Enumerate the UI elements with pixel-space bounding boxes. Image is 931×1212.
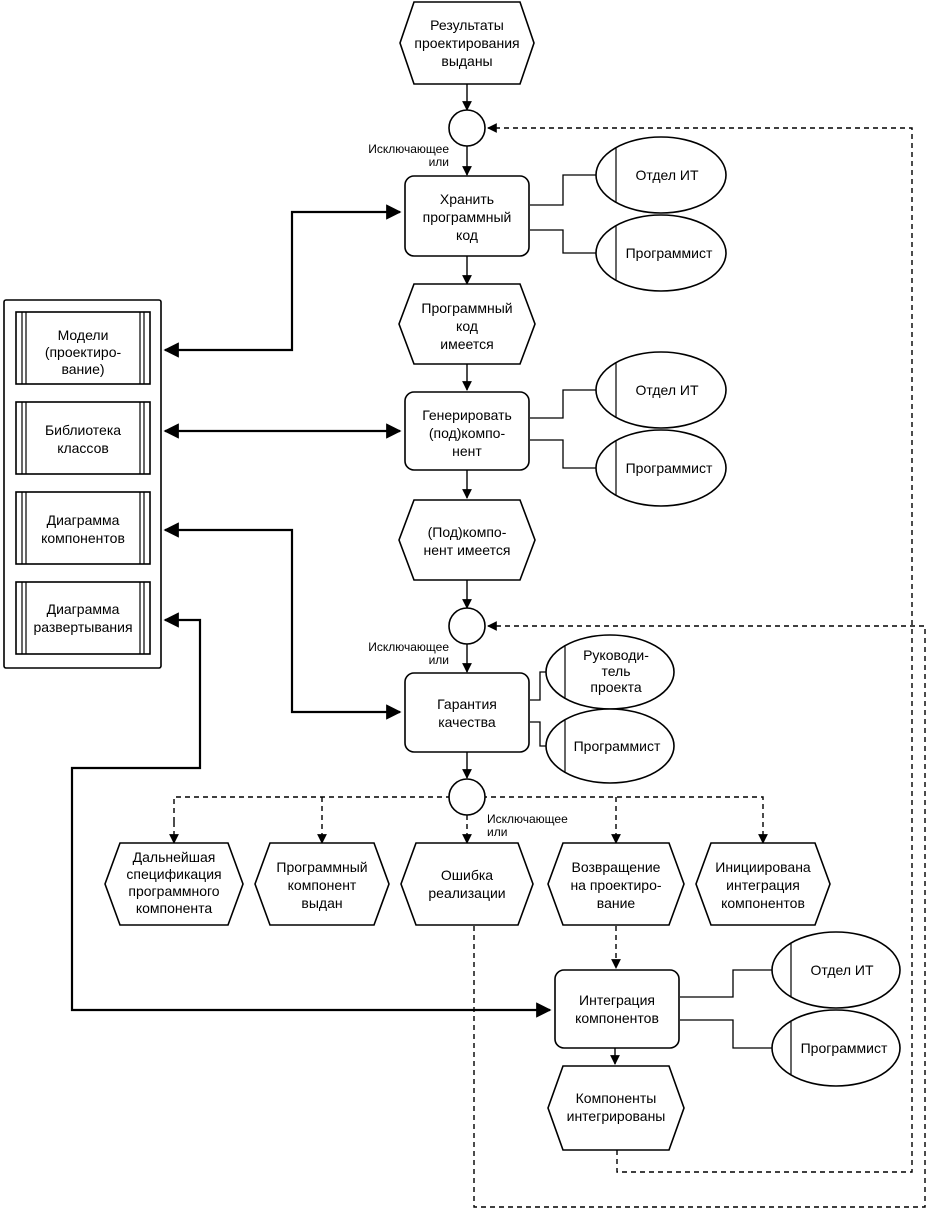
- role-programmer-1: Программист: [595, 214, 727, 292]
- svg-text:Модели(проектиро-вание): Модели(проектиро-вание): [45, 327, 122, 377]
- event-subcomponent-exists: (Под)компо-нент имеется: [398, 499, 536, 581]
- svg-text:Отдел ИТ: Отдел ИТ: [636, 167, 699, 183]
- svg-text:(Под)компо-нент имеется: (Под)компо-нент имеется: [424, 524, 511, 558]
- role-programmer-3: Программист: [545, 708, 675, 784]
- role-it-department-1: Отдел ИТ: [595, 136, 727, 214]
- function-generate-component: Генерировать(под)компо-нент: [404, 391, 530, 471]
- role-it-department-2: Отдел ИТ: [595, 351, 727, 429]
- role-it-department-3: Отдел ИТ: [771, 931, 901, 1009]
- svg-text:Отдел ИТ: Отдел ИТ: [811, 962, 874, 978]
- svg-text:Программист: Программист: [626, 460, 713, 476]
- document-connections: [70, 204, 552, 1018]
- role-programmer-2: Программист: [595, 429, 727, 507]
- role-connections: [530, 174, 772, 1049]
- role-programmer-4: Программист: [771, 1009, 901, 1087]
- svg-text:Программист: Программист: [574, 738, 661, 754]
- svg-text:Программист: Программист: [801, 1040, 888, 1056]
- svg-text:Отдел ИТ: Отдел ИТ: [636, 382, 699, 398]
- svg-text:Программист: Программист: [626, 245, 713, 261]
- svg-text:Генерировать(под)компо-нент: Генерировать(под)компо-нент: [422, 407, 512, 459]
- document-models: Модели(проектиро-вание): [15, 311, 151, 385]
